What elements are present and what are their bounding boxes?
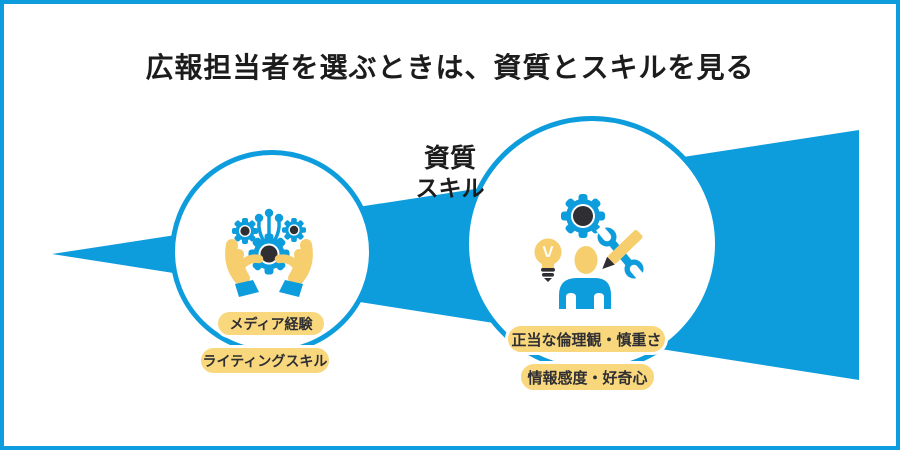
right-hand xyxy=(274,239,313,297)
person-gear-bulb-tools-icon xyxy=(534,194,645,309)
tag-ethics-caution: 正当な倫理観・慎重さ xyxy=(505,323,668,355)
tag-sensitivity-curiosity: 情報感度・好奇心 xyxy=(518,361,657,393)
skills-label: スキル xyxy=(415,175,485,201)
tag-writing-skill: ライティングスキル xyxy=(198,345,332,376)
person-body xyxy=(559,278,611,309)
hands-holding-gears-icon xyxy=(225,208,313,297)
left-hand xyxy=(225,239,264,297)
pencil-icon xyxy=(602,230,643,270)
lightbulb-icon xyxy=(534,238,562,282)
person-head xyxy=(574,246,598,274)
tag-media-experience: メディア経験 xyxy=(215,309,327,338)
qualities-label: 資質 xyxy=(423,143,476,173)
page-title: 広報担当者を選ぶときは、資質とスキルを見る xyxy=(145,52,755,83)
